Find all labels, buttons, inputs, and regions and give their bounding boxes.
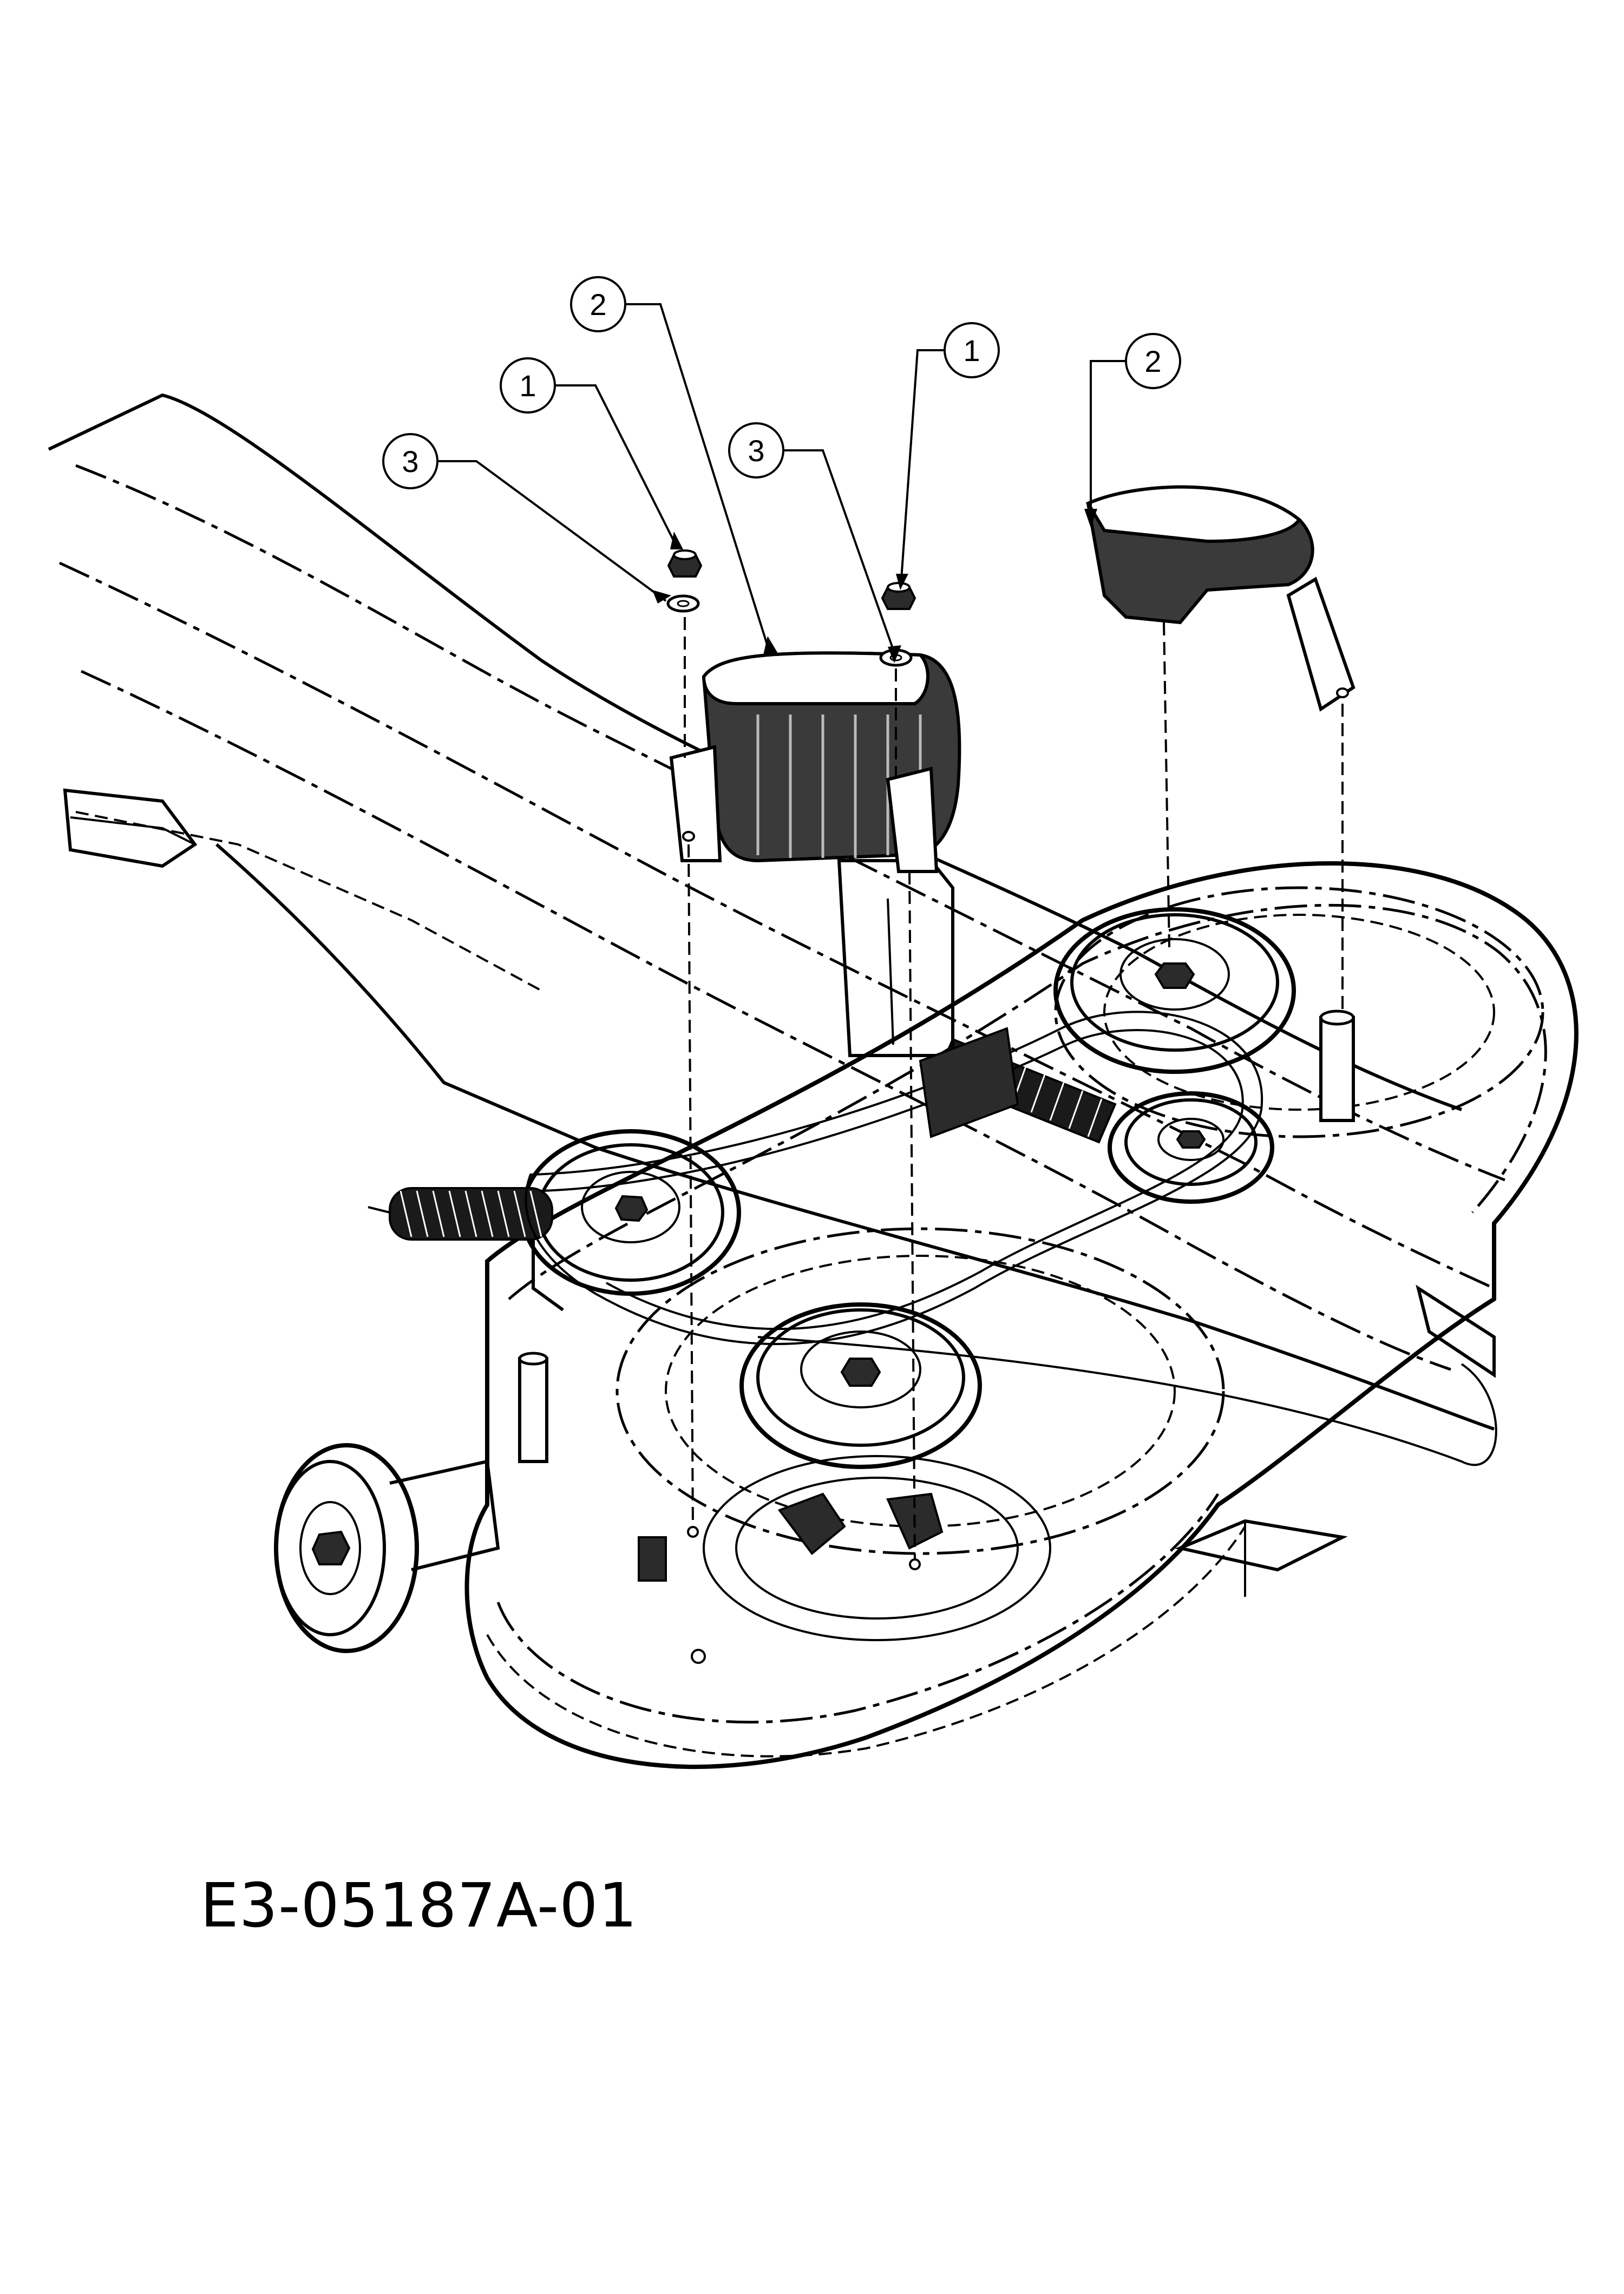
right-idler-pulley: [1108, 1091, 1274, 1204]
callout-2-left: 2: [570, 276, 780, 656]
callout-label: 2: [1144, 344, 1161, 378]
callout-label: 3: [402, 444, 418, 479]
right-spindle-pulley: [1053, 907, 1296, 1074]
callout-1-right: 1: [896, 322, 1000, 590]
deck-fittings: [518, 1010, 1355, 1664]
hex-nut-left: [667, 549, 703, 578]
belt-cover-right: [1085, 485, 1355, 712]
callout-label: 1: [519, 369, 536, 403]
callout-3-right: 3: [728, 422, 901, 663]
assembly-lines: [684, 617, 1344, 1570]
front-wheel: [274, 1443, 500, 1653]
callout-label: 3: [748, 434, 764, 468]
callout-1-left: 1: [500, 357, 683, 549]
callout-label: 1: [963, 333, 980, 368]
left-tension-spring: [368, 1187, 553, 1241]
callout-label: 2: [590, 287, 606, 322]
mower-deck: [464, 861, 1579, 1769]
drawing-code: E3-05187A-01: [200, 1871, 638, 1941]
callout-2-right: 2: [1084, 333, 1181, 528]
center-spindle-pulley: [703, 1302, 1051, 1641]
hex-nut-right: [881, 582, 916, 610]
belt-cover-left: [669, 651, 961, 873]
center-bracket: [837, 859, 954, 1057]
washer-left: [666, 594, 700, 613]
callout-3-left: 3: [382, 433, 671, 604]
